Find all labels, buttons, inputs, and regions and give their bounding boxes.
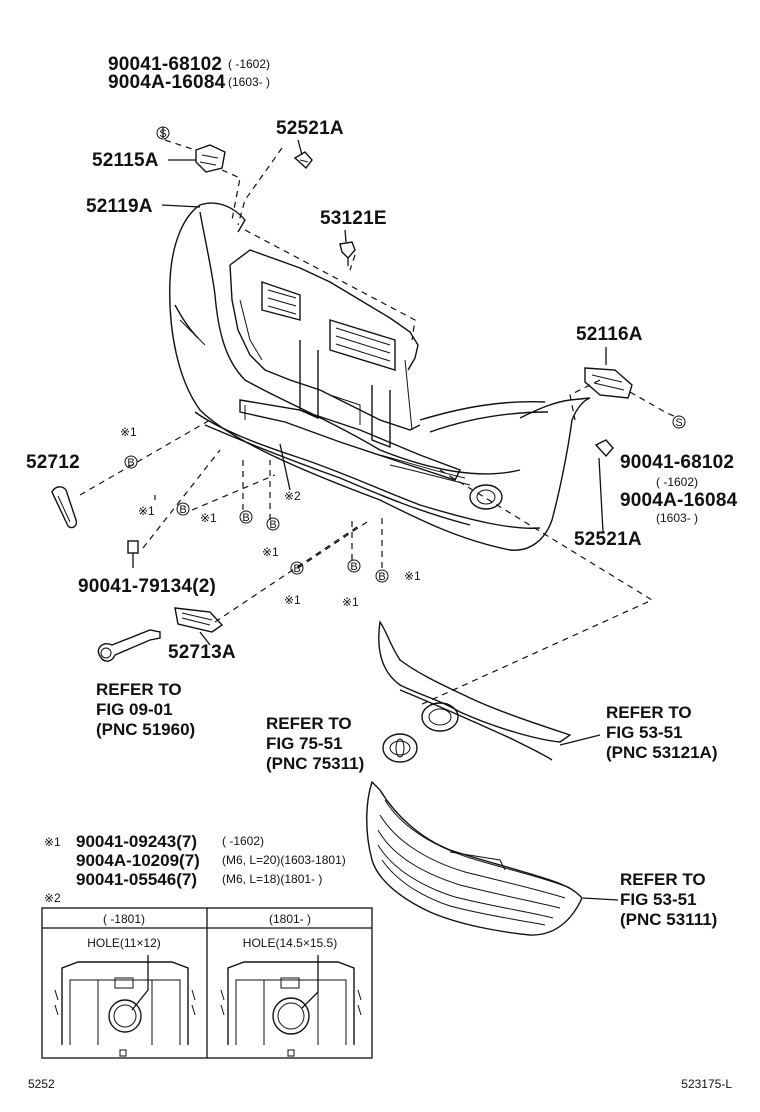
svg-text:REFER TO: REFER TO: [620, 870, 706, 889]
svg-text:( -1602): ( -1602): [228, 57, 270, 71]
bracket-52115a: [195, 144, 226, 173]
svg-text:(1603- ): (1603- ): [228, 75, 270, 89]
grille-surround: [378, 620, 572, 761]
side-retainer-52712: [51, 486, 78, 529]
reference-blocks: REFER TO FIG 09-01 (PNC 51960) REFER TO …: [96, 680, 718, 929]
label-9004a-16084-a: 9004A-16084: [108, 72, 226, 93]
note-markers: ※1 ※1 ※1 ※1 ※1 ※1 ※1 ※2: [120, 425, 421, 609]
page-code-right: 523175-L: [681, 1077, 732, 1091]
svg-text:FIG 53-51: FIG 53-51: [620, 890, 697, 909]
svg-text:FIG 75-51: FIG 75-51: [266, 734, 343, 753]
svg-text:FIG 53-51: FIG 53-51: [606, 723, 683, 742]
svg-text:HOLE(11×12): HOLE(11×12): [87, 936, 160, 950]
svg-text:B: B: [293, 563, 300, 575]
label-52119a: 52119A: [86, 196, 153, 217]
svg-text:B: B: [269, 519, 276, 531]
svg-text:B: B: [127, 457, 134, 469]
fastener-markers: S S B B B B B B B: [124, 126, 686, 583]
svg-text:90041-05546(7): 90041-05546(7): [76, 870, 197, 889]
hole-table: ( -1801) (1801- ) HOLE(11×12) HOLE(14.5×…: [41, 907, 373, 1059]
svg-text:※1: ※1: [284, 593, 301, 607]
svg-text:( -1602): ( -1602): [656, 475, 698, 489]
clip-52521a-top: [293, 151, 313, 170]
leader-lines: [132, 127, 619, 901]
upper-retainer: [229, 249, 421, 449]
svg-text:B: B: [179, 504, 186, 516]
label-90041-68102-b: 90041-68102: [620, 452, 734, 473]
svg-text:(M6, L=20)(1603-1801): (M6, L=20)(1603-1801): [222, 853, 346, 867]
svg-text:(M6, L=18)(1801- ): (M6, L=18)(1801- ): [222, 872, 322, 886]
label-52713a: 52713A: [168, 642, 236, 663]
lower-grille: [366, 780, 583, 936]
page-code-left: 5252: [28, 1077, 55, 1091]
hole-detail-1: [54, 955, 196, 1057]
clip-90041-79134: [127, 540, 139, 565]
svg-text:S: S: [675, 417, 682, 429]
svg-text:(PNC 75311): (PNC 75311): [266, 754, 364, 773]
svg-text:B: B: [378, 571, 385, 583]
svg-text:90041-09243(7): 90041-09243(7): [76, 832, 197, 851]
label-52115a: 52115A: [92, 150, 159, 171]
svg-text:※1: ※1: [404, 569, 421, 583]
svg-text:S: S: [159, 128, 166, 140]
svg-text:(PNC 53121A): (PNC 53121A): [606, 743, 718, 762]
label-52116a: 52116A: [576, 324, 643, 345]
svg-text:REFER TO: REFER TO: [96, 680, 182, 699]
svg-text:※2: ※2: [284, 489, 301, 503]
part-labels: 90041-68102 ( -1602) 9004A-16084 (1603- …: [26, 54, 738, 663]
dashed-lines: [79, 139, 679, 706]
clip-52521a-right: [594, 439, 614, 458]
svg-text:HOLE(14.5×15.5): HOLE(14.5×15.5): [243, 936, 337, 950]
svg-text:9004A-10209(7): 9004A-10209(7): [76, 851, 200, 870]
label-90041-68102-a: 90041-68102: [108, 54, 222, 75]
tow-hook: [97, 629, 161, 662]
front-bumper-cover: [169, 202, 591, 551]
label-90041-79134: 90041-79134(2): [78, 576, 216, 597]
label-52712: 52712: [26, 452, 80, 473]
svg-text:REFER TO: REFER TO: [266, 714, 352, 733]
svg-text:( -1801): ( -1801): [103, 912, 145, 926]
svg-text:※1: ※1: [262, 545, 279, 559]
svg-text:※2: ※2: [44, 891, 61, 905]
footer: 5252 523175-L: [28, 1077, 732, 1091]
svg-text:B: B: [242, 512, 249, 524]
label-9004a-16084-b: 9004A-16084: [620, 490, 738, 511]
svg-text:FIG 09-01: FIG 09-01: [96, 700, 173, 719]
hole-detail-2: [220, 955, 362, 1057]
emblem: [382, 733, 418, 763]
svg-text:※1: ※1: [200, 511, 217, 525]
svg-text:※1: ※1: [138, 504, 155, 518]
cover-52713a: [174, 607, 224, 633]
svg-text:REFER TO: REFER TO: [606, 703, 692, 722]
svg-text:(1801- ): (1801- ): [269, 912, 311, 926]
svg-text:(PNC 53111): (PNC 53111): [620, 910, 717, 929]
label-52521a-top: 52521A: [276, 118, 344, 139]
svg-text:※1: ※1: [120, 425, 137, 439]
svg-text:(1603- ): (1603- ): [656, 511, 698, 525]
svg-text:( -1602): ( -1602): [222, 834, 264, 848]
svg-text:※1: ※1: [342, 595, 359, 609]
svg-text:B: B: [350, 561, 357, 573]
label-52521a-right: 52521A: [574, 529, 642, 550]
svg-text:(PNC 51960): (PNC 51960): [96, 720, 195, 739]
notes-block: ※1 90041-09243(7) ( -1602) 9004A-10209(7…: [44, 832, 346, 905]
bracket-52116a: [584, 367, 633, 399]
label-53121e: 53121E: [320, 208, 387, 229]
clip-53121e: [339, 241, 356, 266]
svg-text:※1: ※1: [44, 835, 61, 849]
